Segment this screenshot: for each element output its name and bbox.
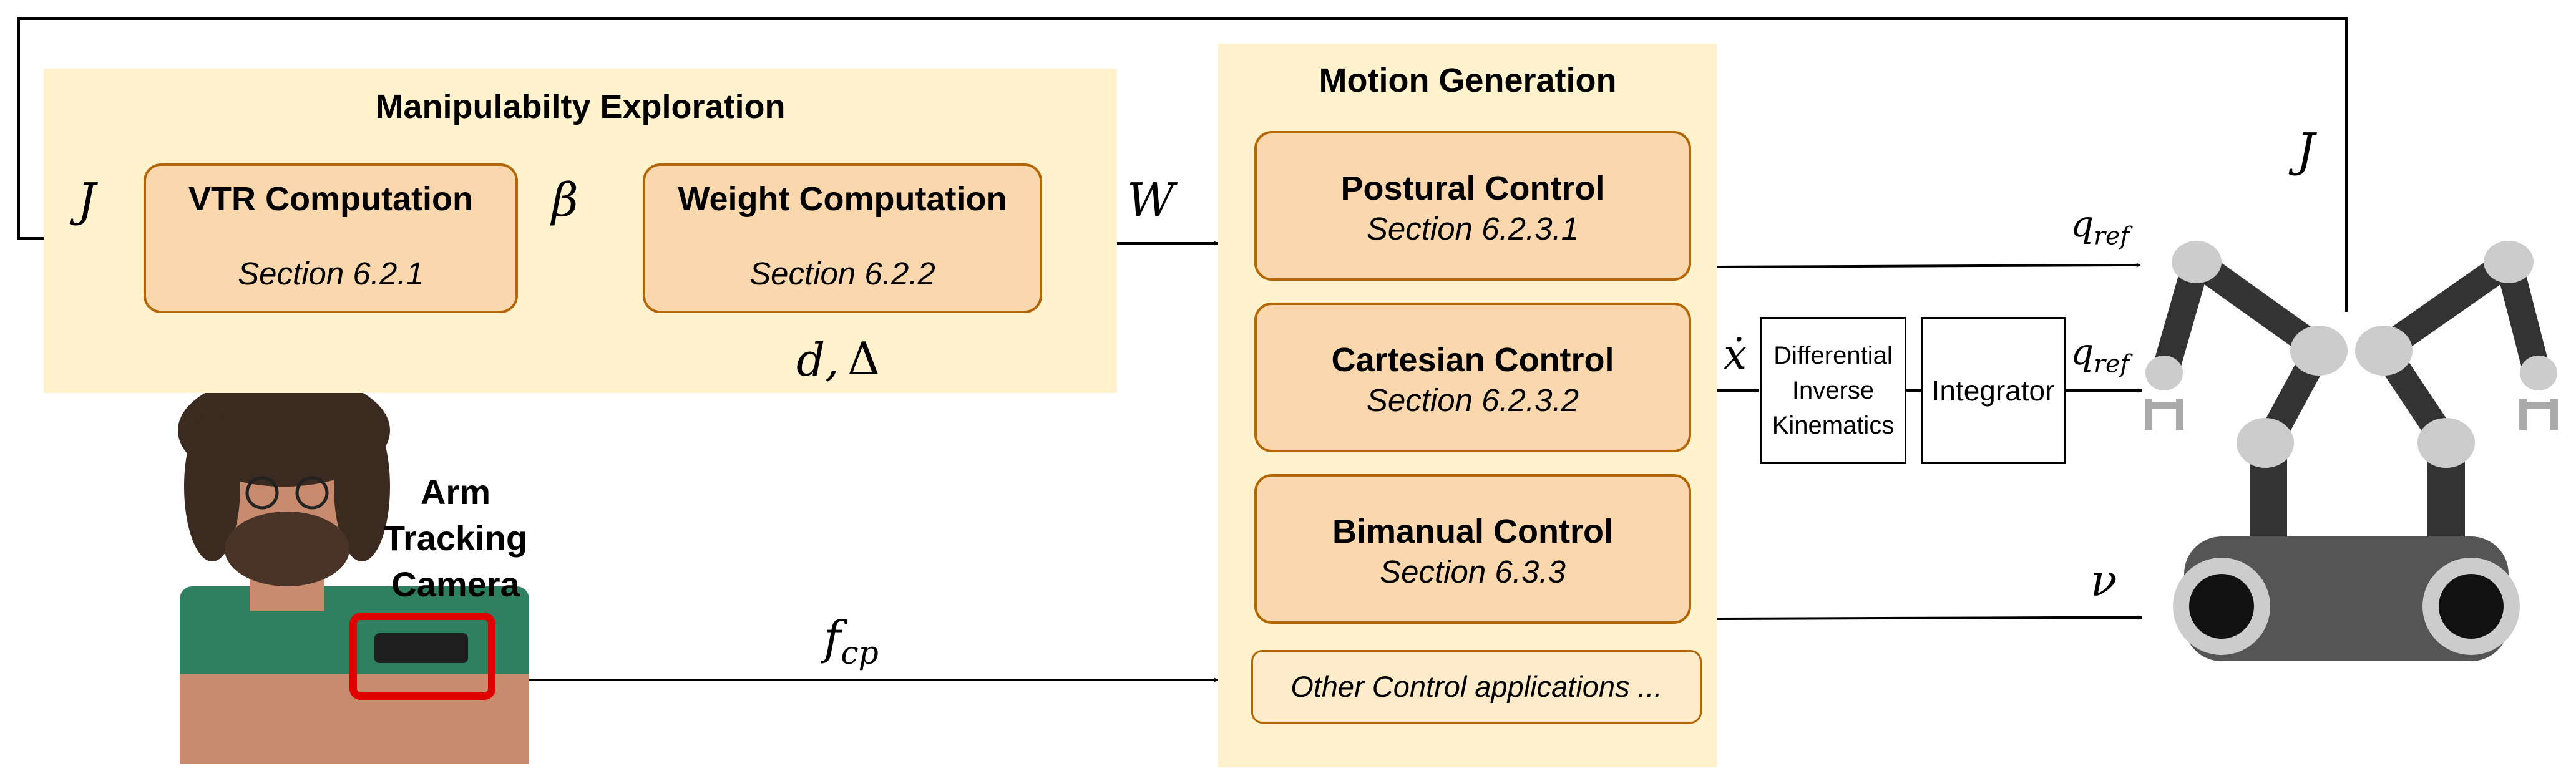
robot-illustration (2145, 241, 2558, 661)
operator-hair-left (184, 412, 240, 561)
weight-computation-title: Weight Computation (678, 180, 1007, 218)
camera-label-line3: Camera (391, 565, 520, 604)
cp-subscript: cp (841, 634, 879, 672)
ik-label-line2: Inverse (1792, 377, 1875, 404)
postural-control-title: Postural Control (1340, 170, 1605, 207)
cartesian-control-title: Cartesian Control (1331, 341, 1614, 379)
nu-connector (1717, 615, 2142, 620)
ref-subscript: ref (2094, 349, 2129, 379)
nu-label: ν (2091, 555, 2117, 606)
robot-left-tool-joint (2145, 356, 2183, 390)
operator-hair-right (334, 412, 390, 561)
beta-label: β (552, 173, 578, 227)
d-parameter-label: d, (796, 334, 839, 386)
q-ref-integrator-label: qref (2071, 331, 2129, 379)
tracking-camera-device (374, 633, 468, 663)
vtr-computation-block[interactable]: VTR Computation Section 6.2.1 (144, 163, 518, 313)
x-dot-label: ẋ (1724, 331, 1747, 379)
robot-right-elbow-joint (2355, 326, 2413, 376)
operator-beard (225, 512, 349, 586)
integrator-block[interactable]: Integrator (1921, 317, 2066, 464)
motion-generation-title: Motion Generation (1319, 62, 1617, 99)
robot-left-wrist-joint (2237, 418, 2294, 468)
ref-subscript: ref (2094, 221, 2129, 251)
delta-parameter-label: Δ (847, 332, 880, 385)
weight-w-label: W (1127, 173, 1175, 227)
robot-right-gripper (2519, 399, 2558, 430)
camera-label-line1: Arm (420, 472, 491, 512)
operator-glasses-left (245, 476, 279, 510)
bimanual-control-section: Section 6.3.3 (1380, 554, 1566, 589)
other-control-applications-block[interactable]: Other Control applications ... (1251, 650, 1702, 724)
q-symbol: q (2071, 203, 2094, 245)
robot-left-shoulder-joint (2172, 241, 2222, 283)
operator-illustration (178, 374, 529, 764)
robot-right-shoulder-joint (2484, 241, 2534, 283)
cartesian-control-section: Section 6.2.3.2 (1366, 382, 1579, 418)
q-symbol: q (2071, 331, 2094, 373)
vtr-computation-section: Section 6.2.1 (238, 256, 424, 291)
robot-left-elbow-joint (2290, 326, 2348, 376)
robot-right-tool-joint (2520, 356, 2557, 390)
robot-right-wheel (2439, 574, 2504, 639)
manipulability-exploration-title: Manipulabilty Exploration (375, 88, 786, 125)
camera-label-line2: Tracking (383, 518, 528, 558)
operator-glasses-right (295, 476, 329, 510)
weight-computation-block[interactable]: Weight Computation Section 6.2.2 (643, 163, 1042, 313)
vtr-computation-title: VTR Computation (188, 180, 473, 218)
postural-control-section: Section 6.2.3.1 (1366, 211, 1579, 246)
integrator-label: Integrator (1931, 374, 2055, 407)
camera-highlight-box (349, 613, 495, 700)
other-control-applications-label: Other Control applications ... (1290, 670, 1662, 703)
jacobian-input-label: J (77, 173, 96, 227)
robot-left-wheel (2189, 574, 2254, 639)
ik-label-line1: Differential (1773, 342, 1893, 369)
q-ref-postural-connector-line (1717, 264, 2134, 268)
jacobian-feedback-label: J (2296, 124, 2315, 177)
bimanual-control-title: Bimanual Control (1332, 513, 1613, 550)
bimanual-control-block[interactable]: Bimanual Control Section 6.3.3 (1254, 474, 1691, 624)
q-ref-postural-label: qref (2071, 203, 2129, 251)
cartesian-control-block[interactable]: Cartesian Control Section 6.2.3.2 (1254, 303, 1691, 452)
f-symbol: f (824, 611, 841, 665)
ik-label-line3: Kinematics (1772, 412, 1895, 439)
robot-right-wrist-joint (2417, 418, 2475, 468)
postural-control-block[interactable]: Postural Control Section 6.2.3.1 (1254, 131, 1691, 281)
differential-inverse-kinematics-block[interactable]: Differential Inverse Kinematics (1760, 317, 1906, 464)
robot-base (2184, 536, 2509, 661)
robot-left-gripper (2145, 399, 2183, 430)
weight-computation-section: Section 6.2.2 (749, 256, 935, 291)
arm-tracking-camera-label: Arm Tracking Camera (368, 469, 543, 608)
f-cp-label: fcp (824, 611, 879, 671)
